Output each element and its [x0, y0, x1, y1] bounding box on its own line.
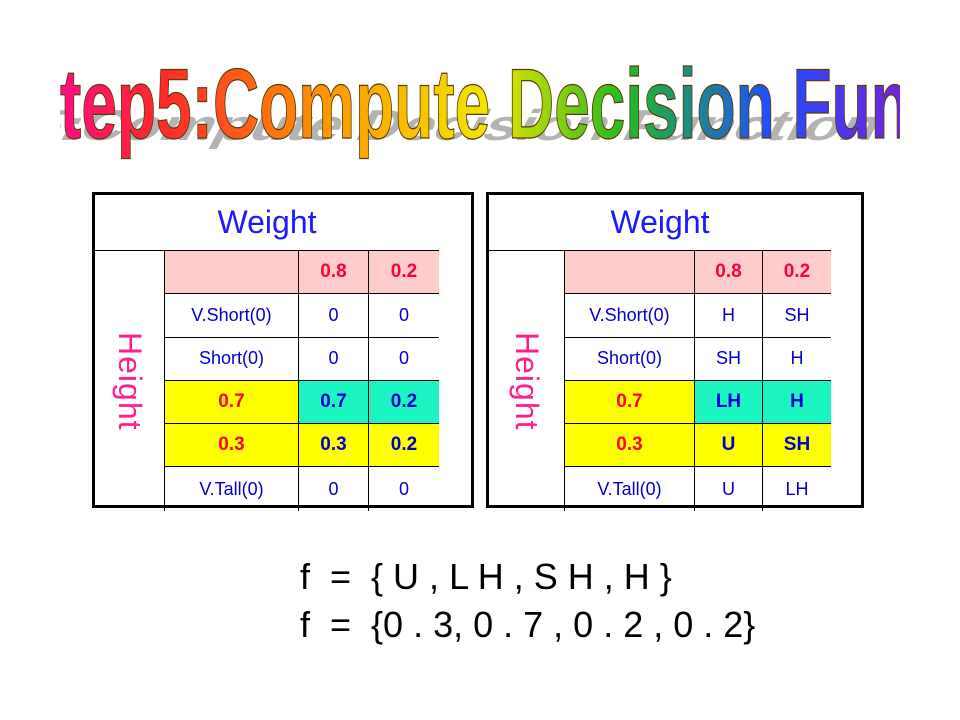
table-cell: H	[695, 294, 763, 338]
table-cell: LH	[785, 478, 809, 499]
title-text: Step5:Compute Decision Function	[60, 48, 900, 160]
table-cell: U	[695, 424, 763, 468]
corner-cell	[165, 251, 299, 295]
decision-function-labels: f = { U , L H , S H , H }	[300, 556, 672, 597]
table-cell: 0	[369, 338, 439, 381]
row-label: V.Tall(0)	[565, 467, 695, 511]
slide-title: Step5:Compute Decision Function Step5:Co…	[60, 40, 900, 180]
table-cell: U	[695, 467, 763, 511]
row-label: Short(0)	[165, 337, 299, 381]
table-header: Weight	[489, 195, 831, 251]
side-label: Height	[95, 251, 165, 511]
col-header: 0.2	[369, 251, 439, 295]
table-cell: 0	[299, 467, 369, 511]
title-shadow: Step5:Compute Decision Function	[60, 101, 893, 150]
table-cell: 0.2	[369, 424, 439, 468]
row-label: V.Short(0)	[565, 294, 695, 338]
table-cell: 0.2	[369, 380, 439, 425]
title-wordart: Step5:Compute Decision Function Step5:Co…	[60, 47, 900, 160]
col-header: 0.8	[299, 251, 369, 295]
row-label: V.Short(0)	[165, 294, 299, 338]
table-cell: SH	[695, 337, 763, 381]
table-cell: LH	[695, 380, 763, 425]
corner-cell	[565, 251, 695, 295]
table-cell: 0.3	[299, 424, 369, 468]
weight-height-table-left: Weight Height 0.8 0.2 V.Short(0) 0 0 Sho…	[92, 192, 474, 511]
table-cell: 0	[299, 294, 369, 338]
row-label: Short(0)	[565, 337, 695, 381]
row-label: 0.3	[165, 424, 299, 468]
table-cell: SH	[763, 294, 831, 338]
row-label: V.Tall(0)	[165, 467, 299, 511]
table-cell: 0	[369, 294, 439, 338]
weight-height-table-right: Weight Height 0.8 0.2 V.Short(0) H SH Sh…	[486, 192, 864, 511]
col-header: 0.2	[763, 251, 831, 295]
table-cell: H	[763, 338, 831, 381]
row-label: 0.3	[565, 424, 695, 468]
table-cell: 0	[398, 478, 409, 499]
table-cell: SH	[763, 424, 831, 468]
col-header: 0.8	[695, 251, 763, 295]
table-cell: 0	[299, 337, 369, 381]
table-header: Weight	[95, 195, 439, 251]
decision-function-values: f = {0 . 3, 0 . 7 , 0 . 2 , 0 . 2}	[300, 604, 756, 645]
row-label: 0.7	[165, 380, 299, 425]
side-label: Height	[489, 251, 565, 511]
row-label: 0.7	[565, 380, 695, 425]
table-cell: H	[763, 380, 831, 425]
table-cell: 0.7	[299, 380, 369, 425]
